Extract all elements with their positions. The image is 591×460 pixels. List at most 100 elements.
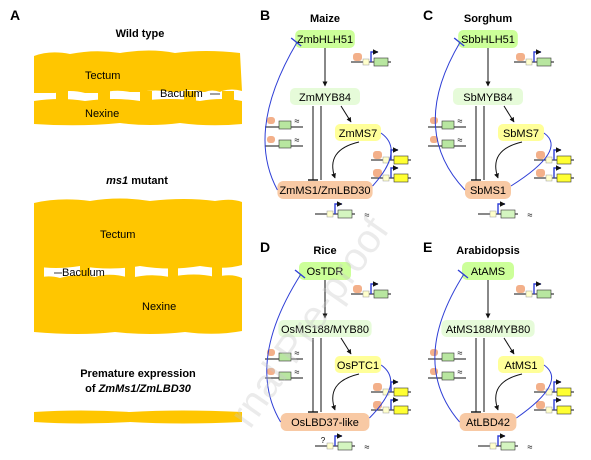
gene-box [278, 120, 292, 130]
ms1-mutant-title: ms1 mutant [106, 175, 168, 187]
promoter-box [489, 442, 497, 450]
gene-box [536, 289, 552, 299]
gene-box [373, 289, 389, 299]
panel-e-left-construct-1: ≈ [428, 348, 466, 362]
ms1-baculum-2 [80, 264, 90, 278]
panel-b-top-construct [351, 49, 391, 67]
protein-blob [536, 169, 545, 177]
protein-blob [267, 136, 275, 143]
panel-e-right-construct-2 [534, 397, 574, 415]
panel-b-top-label: ZmbHLH51 [297, 34, 353, 46]
panel-a: A Wild type Tectum Baculum Nexine ms1 mu… [10, 7, 242, 424]
promoter-box [489, 210, 497, 218]
panel-d-mid-label: OsMS188/MYB80 [281, 324, 369, 336]
tss-arrow [553, 147, 562, 160]
promoter-box [326, 442, 334, 450]
ms1-baculum-label: Baculum [62, 267, 105, 279]
panel-c-bottom-label: SbMS1 [470, 185, 506, 197]
ms1-nexine-layer [34, 274, 242, 334]
wild-type-nexine-layer [34, 99, 242, 126]
protein-blob [430, 368, 438, 375]
panel-d-left-construct-1: ≈ [265, 348, 303, 362]
panel-b-left-construct-1: ≈ [265, 116, 303, 130]
panel-b-letter: B [260, 7, 270, 23]
premature-thin-layer [34, 410, 242, 424]
panel-e-bottom-label: AtLBD42 [466, 417, 510, 429]
promoter-box [326, 210, 334, 218]
ms1-baculum-5 [212, 264, 222, 278]
wild-type-tectum-label: Tectum [85, 70, 120, 82]
panel-c-title: Sorghum [464, 13, 512, 25]
protein-blob [267, 368, 275, 375]
tss-arrow [390, 397, 399, 410]
panel-e-top-node [462, 262, 514, 280]
promoter-box [382, 406, 390, 414]
protein-blob [373, 169, 382, 177]
gene-box [441, 120, 455, 130]
protein-blob [267, 117, 275, 124]
panel-e-feedback-left-bar [457, 269, 469, 279]
panel-c-arrow-side-bottom [494, 141, 523, 179]
wavy-symbol: ≈ [458, 348, 463, 358]
panel-b-top-node [295, 30, 355, 48]
panel-c-bottom-wavy: ≈ [528, 210, 533, 220]
panel-d-bottom-construct: ? [315, 433, 355, 451]
wavy-symbol: ≈ [295, 348, 300, 358]
tss-arrow [334, 201, 343, 214]
gene-box [441, 139, 455, 149]
panel-b-bottom-node [277, 181, 373, 199]
ms1-tectum-label: Tectum [100, 229, 135, 241]
wild-type-baculum-label: Baculum [160, 88, 203, 100]
panel-e-title: Arabidopsis [456, 245, 520, 257]
panel-b-feedback-left [264, 41, 298, 191]
protein-blob [516, 285, 525, 293]
gene-box [556, 387, 572, 397]
tss-arrow [497, 201, 506, 214]
panel-c-feedback-right [510, 132, 552, 187]
panel-b-right-construct-2 [371, 165, 411, 183]
panel-c-mid-label: SbMYB84 [463, 92, 513, 104]
gene-box [337, 209, 353, 219]
panel-d-right-construct-1 [371, 379, 411, 397]
panel-c-feedback-left [434, 41, 466, 191]
gene-box [393, 405, 409, 415]
gene-box [441, 371, 455, 381]
protein-blob [373, 151, 382, 159]
tss-arrow [390, 165, 399, 178]
panel-e-bottom-wavy: ≈ [528, 442, 533, 452]
panel-b-left-construct-2: ≈ [265, 135, 303, 149]
panel-c-side-node [498, 124, 544, 141]
protein-blob [353, 53, 362, 61]
panel-d-side-label: OsPTC1 [337, 360, 379, 372]
protein-blob [353, 285, 362, 293]
wavy-symbol: ≈ [458, 135, 463, 145]
wild-type-baculum-5 [222, 91, 234, 101]
panel-e-top-construct [514, 281, 554, 299]
panel-d-bottom-wavy: ≈ [365, 442, 370, 452]
panel-d-letter: D [260, 239, 270, 255]
panel-e-left-construct-2: ≈ [428, 367, 466, 381]
panel-c-top-label: SbbHLH51 [461, 34, 515, 46]
promoter-box [362, 58, 370, 66]
panel-c-mid-node [453, 88, 523, 105]
panel-c-right-construct-2 [534, 165, 574, 183]
wild-type-nexine-label: Nexine [85, 108, 119, 120]
panel-e-right-construct-1 [534, 379, 574, 397]
unknown-factor-label: ? [321, 436, 326, 445]
promoter-box [525, 290, 533, 298]
panel-d-mid-node [278, 320, 372, 337]
protein-blob [536, 151, 545, 159]
panel-e-side-node [498, 356, 544, 373]
panel-c-arrow-mid-side [503, 105, 515, 123]
panel-c-bottom-construct [478, 201, 518, 219]
protein-blob [430, 136, 438, 143]
promoter-box [545, 156, 553, 164]
panel-b-side-label: ZmMS7 [339, 128, 378, 140]
ms1-baculum-1 [34, 264, 44, 280]
wavy-symbol: ≈ [458, 116, 463, 126]
tss-arrow [334, 433, 343, 446]
